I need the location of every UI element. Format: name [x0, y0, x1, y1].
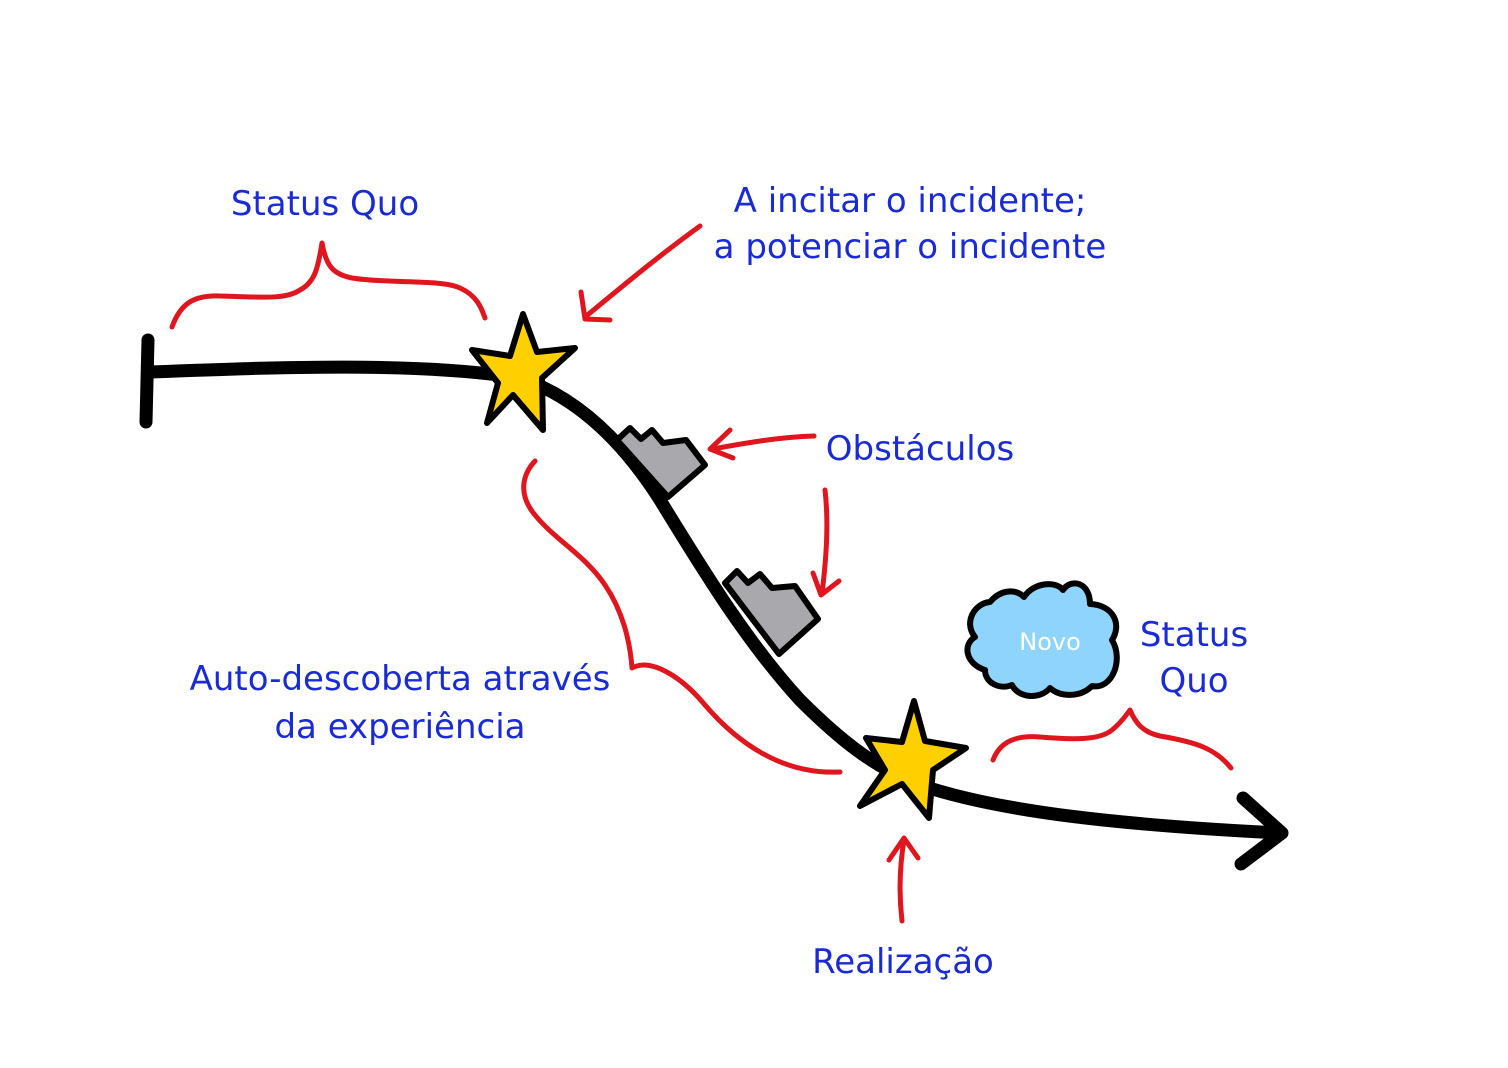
arrowhead-icon	[578, 289, 613, 323]
obstacles-label: Obstáculos	[826, 429, 1014, 469]
cloud-icon	[964, 580, 1120, 699]
arrowhead-icon	[1234, 791, 1289, 871]
arrowhead-icon	[886, 835, 921, 863]
realization-label: Realização	[812, 942, 994, 982]
self-discovery-label-line2: da experiência	[274, 707, 525, 747]
cloud-label: Novo	[1019, 628, 1081, 656]
timeline-path	[143, 360, 1287, 840]
status-quo-end-label-line1: Status	[1140, 615, 1248, 655]
inciting-incident-label-line1: A incitar o incidente;	[734, 181, 1087, 221]
obstacle-arrow-2	[819, 487, 830, 597]
realization-arrow	[897, 837, 907, 924]
obstacle-block-1	[614, 425, 708, 500]
status-quo-end-brace	[990, 707, 1234, 771]
arrowhead-icon	[707, 427, 736, 461]
obstacle-block-2	[722, 568, 821, 657]
self-discovery-brace	[521, 458, 843, 775]
self-discovery-label-line1: Auto-descoberta através	[190, 659, 611, 699]
star-icon	[469, 311, 578, 433]
arrowhead-icon	[810, 570, 842, 598]
timeline-start-tick	[139, 333, 155, 429]
status-quo-start-brace	[169, 240, 488, 330]
status-quo-end-label-line2: Quo	[1159, 661, 1228, 701]
status-quo-start-label: Status Quo	[231, 184, 419, 224]
inciting-arrow	[582, 223, 703, 320]
obstacle-arrow-1	[710, 433, 817, 452]
inciting-incident-label-line2: a potenciar o incidente	[714, 227, 1107, 267]
star-icon	[857, 698, 969, 821]
